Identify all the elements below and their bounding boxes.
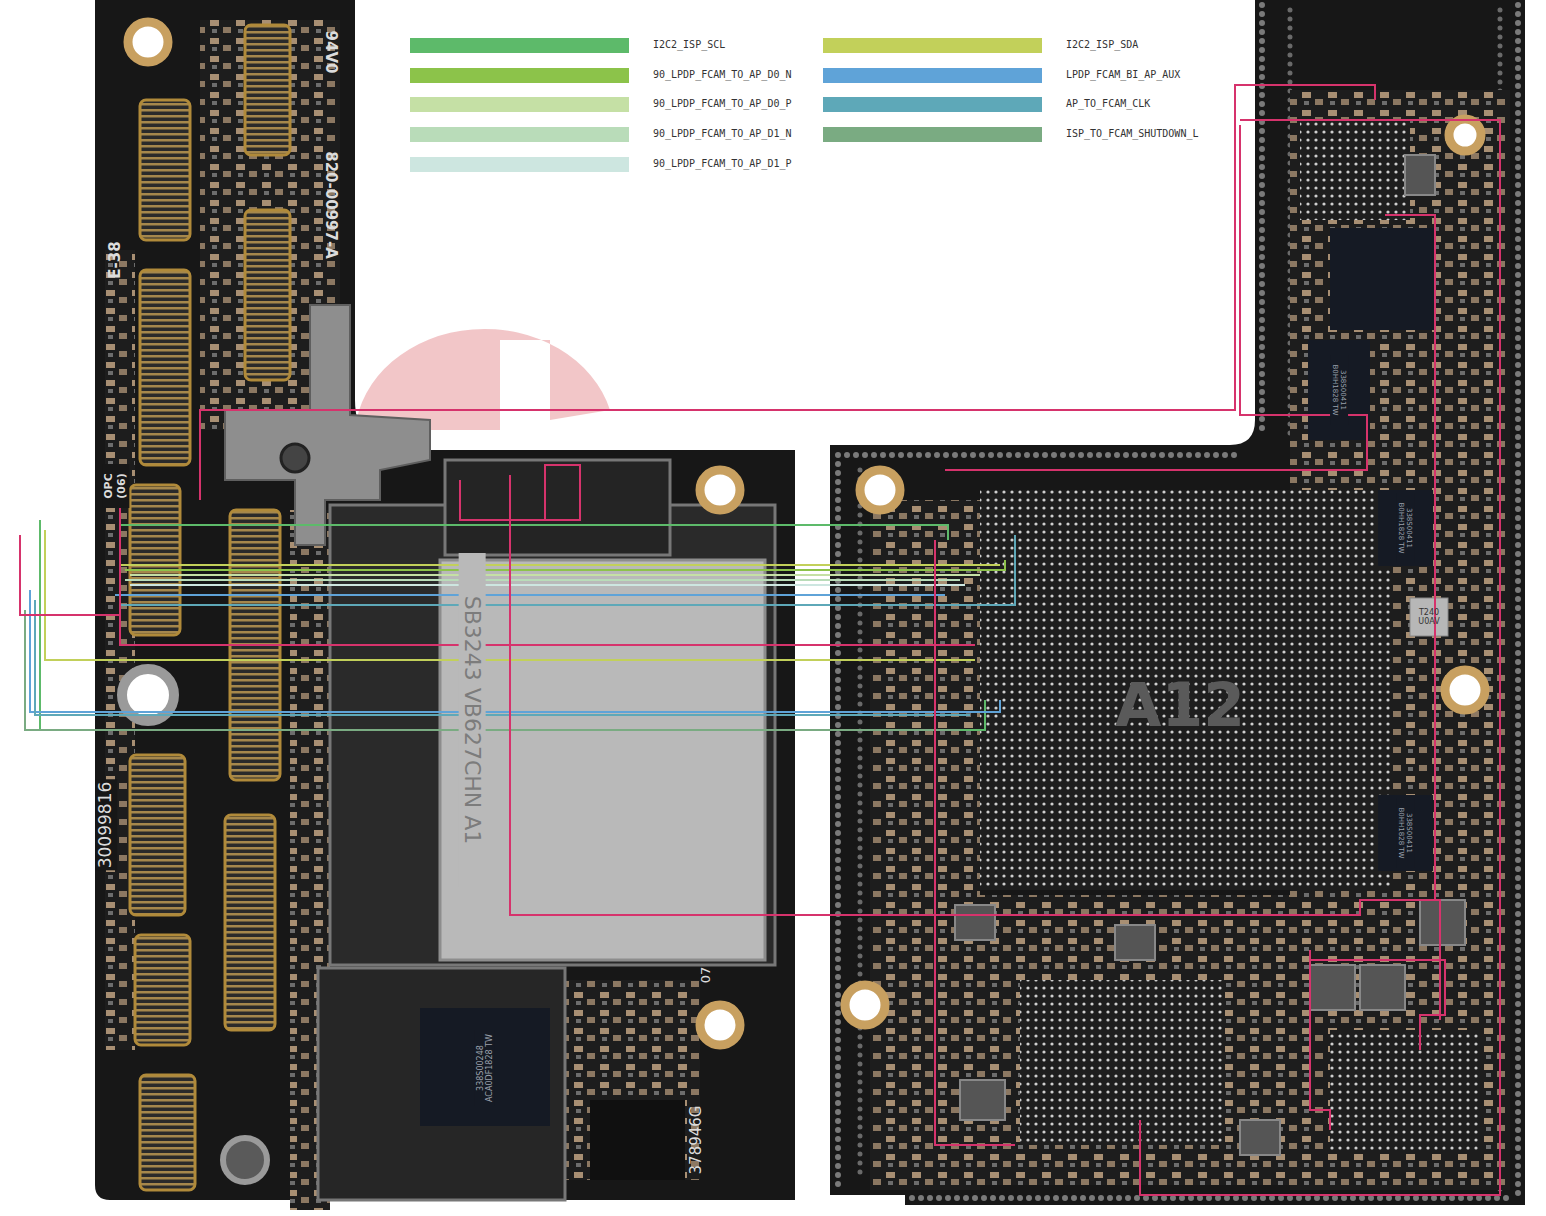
legend-swatch: [410, 157, 629, 172]
chip-marking: 338S00248 ACA0DF1828 TW: [475, 1030, 495, 1106]
legend-label: AP_TO_FCAM_CLK: [1066, 98, 1150, 109]
legend-label: I2C2_ISP_SDA: [1066, 39, 1138, 50]
legend-swatch: [823, 127, 1042, 142]
legend-label: 90_LPDP_FCAM_TO_AP_D1_N: [653, 128, 791, 139]
chip-marking: 338S00411 B0HH1828 TW: [1330, 355, 1348, 425]
legend-swatch: [823, 38, 1042, 53]
legend-swatch: [410, 38, 629, 53]
silkscreen-label: 07: [699, 967, 714, 984]
legend-label: 90_LPDP_FCAM_TO_AP_D1_P: [653, 158, 791, 169]
silkscreen-label: OPC (06): [102, 464, 129, 508]
legend-label: LPDP_FCAM_BI_AP_AUX: [1066, 69, 1180, 80]
chip-marking: 338S00411 B0HH1828 TW: [1396, 493, 1414, 563]
legend-swatch: [823, 97, 1042, 112]
silkscreen-label: 30099816: [95, 780, 117, 871]
silkscreen-label: 820-00997-A: [321, 151, 338, 259]
legend-swatch: [823, 68, 1042, 83]
legend-swatch: [410, 68, 629, 83]
legend-label: ISP_TO_FCAM_SHUTDOWN_L: [1066, 128, 1198, 139]
legend-label: 90_LPDP_FCAM_TO_AP_D0_N: [653, 69, 791, 80]
silkscreen-label: 94V0: [321, 31, 338, 74]
silkscreen-label: 378946G: [688, 1106, 705, 1175]
chip-logo: A12: [1115, 671, 1245, 740]
legend-label: 90_LPDP_FCAM_TO_AP_D0_P: [653, 98, 791, 109]
chip-marking: 338S00411 B0HH1828 TW: [1396, 798, 1414, 868]
legend-swatch: [410, 97, 629, 112]
chip-marking: T240 U0AV: [1413, 608, 1445, 626]
legend-swatch: [410, 127, 629, 142]
legend-label: I2C2_ISP_SCL: [653, 39, 725, 50]
chip-marking: SB3243 VB627CHN A1: [458, 553, 485, 887]
silkscreen-label: E-38: [107, 241, 124, 278]
